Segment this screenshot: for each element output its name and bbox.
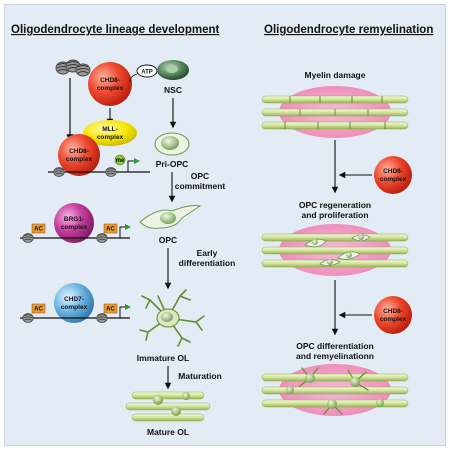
chd8-top-label: CHD8-complex (97, 77, 124, 92)
ac-label-1: AC (34, 227, 43, 233)
ac-label-2: AC (106, 227, 115, 233)
immature-ol-cell (139, 289, 205, 347)
maturation-label: Maturation (178, 371, 221, 381)
nsc-cell (157, 60, 189, 80)
right-panel-title: Oligodendrocyte remyelination (264, 24, 433, 36)
left-panel-title: Oligodendrocyte lineage development (11, 24, 219, 36)
brg1-label: BRG1-complex (61, 216, 88, 231)
opc-label: OPC (159, 235, 177, 245)
atp-label: ATP (141, 70, 153, 76)
pri-opc-label: Pri-OPC (156, 159, 189, 169)
dna-line-1: me (48, 154, 150, 177)
dna-line-2: AC AC (20, 223, 131, 243)
atp-badge: ATP (129, 64, 158, 83)
chd8-diff-label: CHD8-complex (380, 308, 407, 323)
opc-cell (139, 205, 202, 229)
chd8-regen-label: CHD8-complex (380, 168, 407, 183)
dna-line-3: AC AC (20, 303, 131, 323)
chd8-mid-label: CHD8-complex (66, 148, 93, 163)
chd8-mid-complex: CHD8-complex (58, 134, 100, 176)
immature-ol-label: Immature OL (137, 353, 189, 363)
chd7-label: CHD7-complex (61, 296, 88, 311)
me-label: me (116, 158, 125, 164)
mature-ol-label: Mature OL (147, 427, 189, 437)
chd8-top-complex: CHD8-complex (88, 62, 132, 106)
mll-label: MLL-complex (97, 126, 124, 141)
mature-ol-bundle (125, 391, 211, 422)
brg1-complex: BRG1-complex (54, 203, 94, 243)
chd8-regen-complex: CHD8-complex (374, 156, 412, 194)
myelin-damage-bundle (261, 86, 409, 138)
ac-label-4: AC (106, 307, 115, 313)
chd8-diff-complex: CHD8-complex (374, 296, 412, 334)
pri-opc-cell (154, 132, 190, 156)
chromatin-top (55, 59, 91, 77)
ac-label-3: AC (34, 307, 43, 313)
chd7-complex: CHD7-complex (54, 283, 94, 323)
regeneration-bundle (261, 224, 409, 276)
nsc-label: NSC (164, 85, 182, 95)
mll-complex: MLL-complex (83, 120, 137, 146)
remyelination-bundle (261, 364, 409, 416)
myelin-damage-label: Myelin damage (305, 70, 366, 80)
